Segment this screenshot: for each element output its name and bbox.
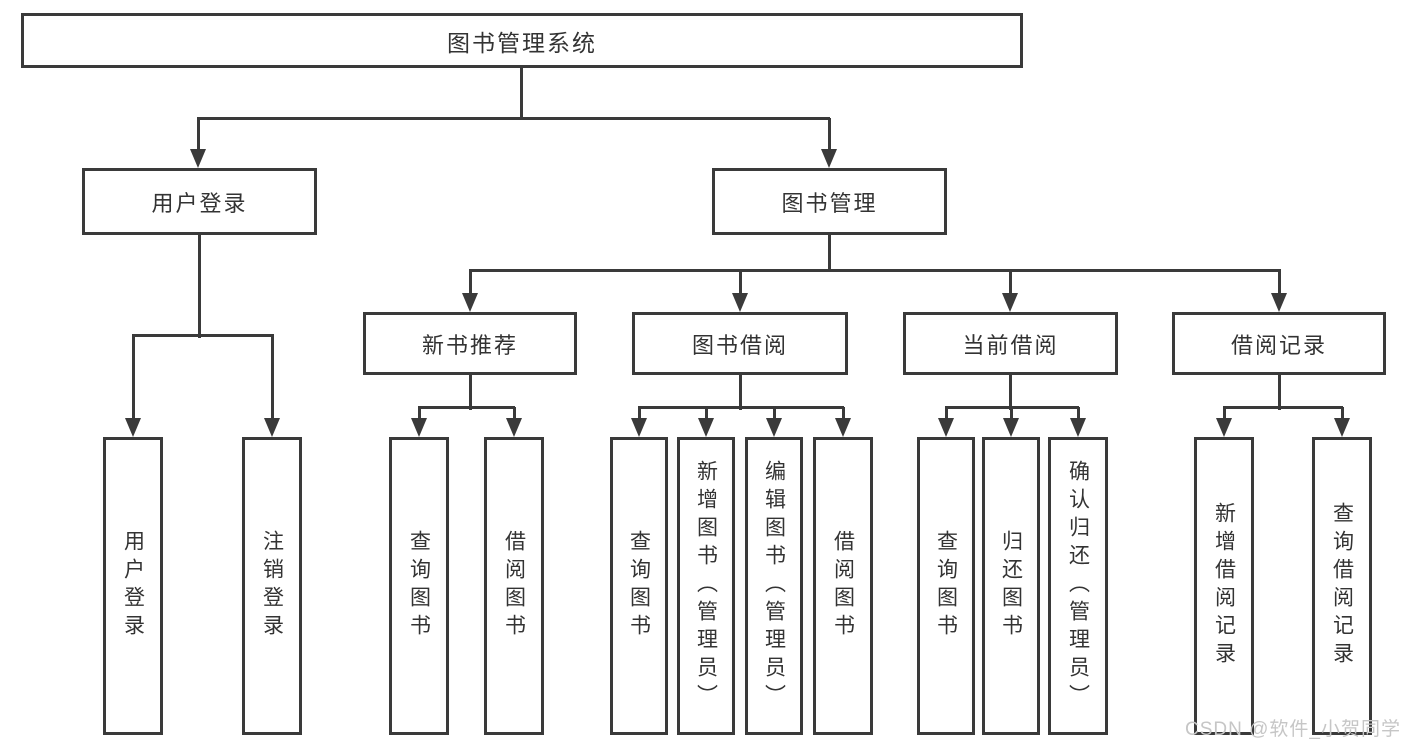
node-label: 借阅图书 bbox=[831, 530, 855, 642]
node-label: 用户登录 bbox=[121, 530, 145, 642]
leaf-borrow-books-1: 借阅图书 bbox=[484, 437, 544, 735]
connector-line bbox=[944, 407, 948, 420]
connector-line bbox=[1277, 270, 1281, 295]
node-label: 图书管理 bbox=[781, 190, 878, 216]
node-label: 借阅图书 bbox=[502, 530, 526, 642]
node-user-login: 用户登录 bbox=[82, 168, 317, 235]
connector-line bbox=[1076, 407, 1080, 420]
leaf-logout: 注销登录 bbox=[242, 437, 302, 735]
node-label: 当前借阅 bbox=[962, 332, 1059, 358]
leaf-edit-books-admin: 编辑图书（管理员） bbox=[745, 437, 803, 735]
arrow-down-icon bbox=[462, 293, 478, 312]
arrow-down-icon bbox=[264, 418, 280, 437]
node-current-borrowing: 当前借阅 bbox=[903, 312, 1118, 375]
node-library-management-system: 图书管理系统 bbox=[21, 13, 1023, 68]
connector-line bbox=[1223, 405, 1343, 409]
node-label: 图书借阅 bbox=[691, 332, 788, 358]
arrow-down-icon bbox=[631, 418, 647, 437]
connector-line bbox=[131, 335, 135, 420]
node-book-borrowing: 图书借阅 bbox=[632, 312, 848, 375]
connector-line bbox=[468, 375, 472, 410]
arrow-down-icon bbox=[1271, 293, 1287, 312]
connector-line bbox=[1008, 375, 1012, 410]
connector-line bbox=[827, 235, 831, 272]
connector-line bbox=[417, 407, 421, 420]
arrow-down-icon bbox=[1003, 418, 1019, 437]
connector-line bbox=[1340, 407, 1344, 420]
node-label: 归还图书 bbox=[999, 530, 1023, 642]
node-label: 查询图书 bbox=[407, 530, 431, 642]
node-label: 用户登录 bbox=[151, 190, 248, 216]
leaf-query-borrow-record: 查询借阅记录 bbox=[1312, 437, 1372, 735]
arrow-down-icon bbox=[1070, 418, 1086, 437]
connector-line bbox=[418, 405, 515, 409]
connector-line bbox=[827, 118, 831, 152]
node-label: 新书推荐 bbox=[421, 332, 518, 358]
arrow-down-icon bbox=[411, 418, 427, 437]
arrow-down-icon bbox=[506, 418, 522, 437]
connector-line bbox=[1008, 270, 1012, 295]
node-label: 编辑图书（管理员） bbox=[762, 460, 786, 712]
arrow-down-icon bbox=[698, 418, 714, 437]
arrow-down-icon bbox=[1002, 293, 1018, 312]
connector-line bbox=[132, 333, 274, 337]
node-new-book-recommend: 新书推荐 bbox=[363, 312, 577, 375]
connector-line bbox=[637, 407, 641, 420]
node-label: 查询图书 bbox=[627, 530, 651, 642]
node-label: 查询借阅记录 bbox=[1330, 502, 1354, 670]
connector-line bbox=[841, 407, 845, 420]
connector-line bbox=[469, 268, 1281, 272]
connector-line bbox=[197, 235, 201, 338]
leaf-query-books-2: 查询图书 bbox=[610, 437, 668, 735]
node-book-management: 图书管理 bbox=[712, 168, 947, 235]
connector-line bbox=[704, 407, 708, 420]
connector-line bbox=[945, 405, 1079, 409]
connector-line bbox=[772, 407, 776, 420]
connector-line bbox=[196, 118, 200, 152]
connector-line bbox=[738, 270, 742, 295]
leaf-add-borrow-record: 新增借阅记录 bbox=[1194, 437, 1254, 735]
arrow-down-icon bbox=[766, 418, 782, 437]
node-label: 注销登录 bbox=[260, 530, 284, 642]
connector-line bbox=[1277, 375, 1281, 410]
node-label: 查询图书 bbox=[934, 530, 958, 642]
connector-line bbox=[1009, 407, 1013, 420]
connector-line bbox=[519, 68, 523, 120]
arrow-down-icon bbox=[732, 293, 748, 312]
node-label: 图书管理系统 bbox=[447, 29, 597, 56]
leaf-query-books-3: 查询图书 bbox=[917, 437, 975, 735]
node-label: 借阅记录 bbox=[1230, 332, 1327, 358]
node-label: 新增图书（管理员） bbox=[694, 460, 718, 712]
node-label: 新增借阅记录 bbox=[1212, 502, 1236, 670]
connector-line bbox=[512, 407, 516, 420]
arrow-down-icon bbox=[835, 418, 851, 437]
leaf-borrow-books-2: 借阅图书 bbox=[813, 437, 873, 735]
arrow-down-icon bbox=[1216, 418, 1232, 437]
arrow-down-icon bbox=[1334, 418, 1350, 437]
node-label: 确认归还（管理员） bbox=[1066, 460, 1090, 712]
connector-line bbox=[1222, 407, 1226, 420]
leaf-return-books: 归还图书 bbox=[982, 437, 1040, 735]
leaf-query-books-1: 查询图书 bbox=[389, 437, 449, 735]
connector-line bbox=[738, 375, 742, 410]
arrow-down-icon bbox=[938, 418, 954, 437]
leaf-confirm-return-admin: 确认归还（管理员） bbox=[1048, 437, 1108, 735]
leaf-user-login: 用户登录 bbox=[103, 437, 163, 735]
node-borrowing-records: 借阅记录 bbox=[1172, 312, 1386, 375]
connector-line bbox=[197, 116, 830, 120]
arrow-down-icon bbox=[190, 149, 206, 168]
connector-line bbox=[468, 270, 472, 295]
connector-line bbox=[270, 335, 274, 420]
arrow-down-icon bbox=[125, 418, 141, 437]
leaf-add-books-admin: 新增图书（管理员） bbox=[677, 437, 735, 735]
connector-line bbox=[638, 405, 844, 409]
arrow-down-icon bbox=[821, 149, 837, 168]
